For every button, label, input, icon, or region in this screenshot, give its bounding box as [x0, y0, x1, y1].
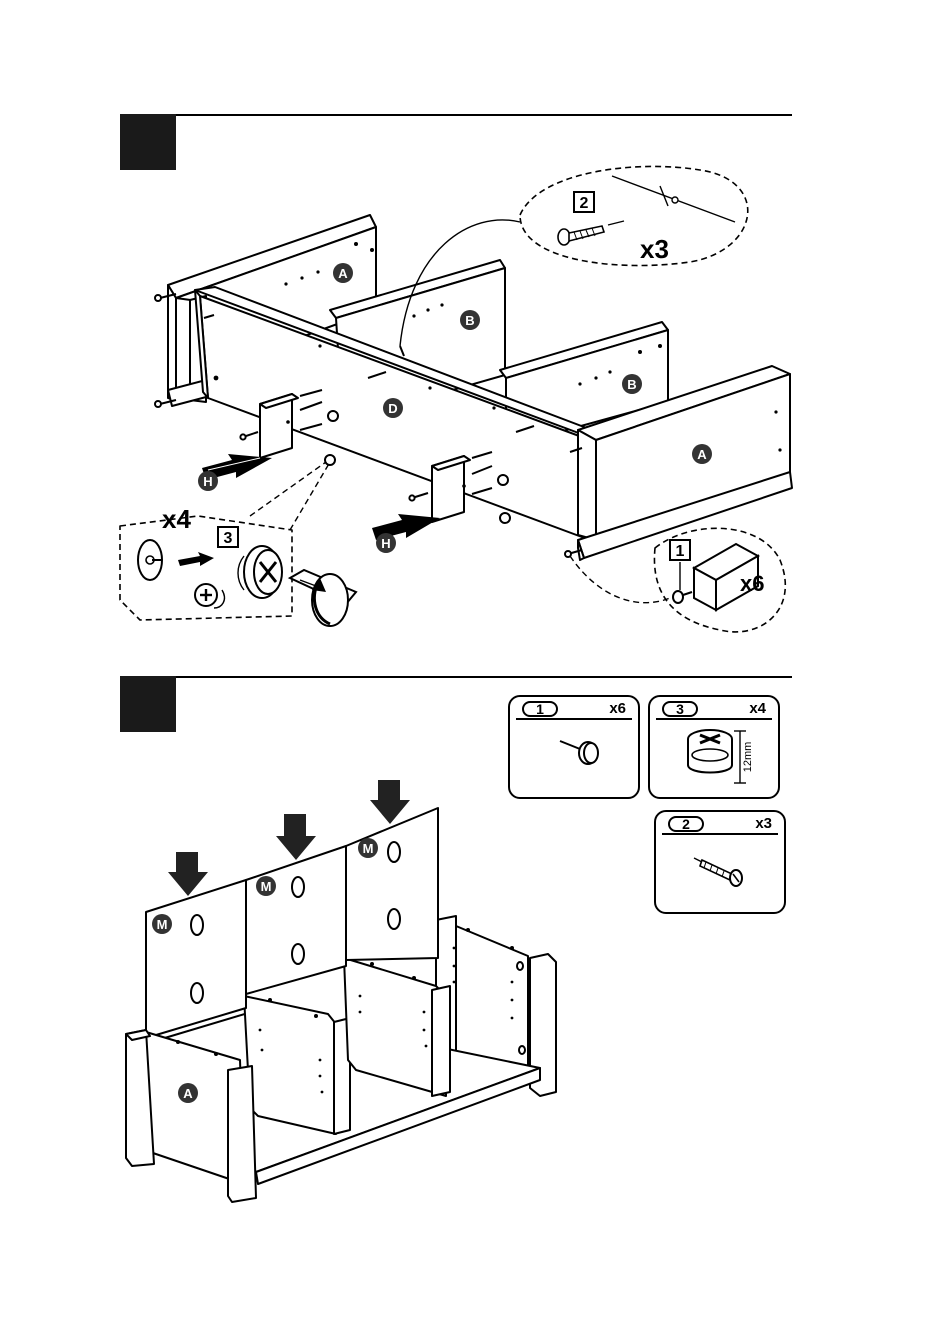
hardware-number: 2 — [668, 816, 704, 832]
cam-lock-icon — [244, 546, 282, 598]
hardware-card-3: 3 x4 12mm — [648, 695, 780, 799]
svg-text:A: A — [183, 1086, 193, 1101]
hardware-card-2: 2 x3 — [654, 810, 786, 914]
badge-m-mid: M — [256, 876, 276, 896]
svg-text:2: 2 — [580, 195, 589, 212]
side-panel-a — [126, 1030, 256, 1202]
step-2-marker — [120, 676, 176, 732]
front-panel-m-mid — [246, 846, 346, 994]
svg-text:B: B — [627, 377, 636, 392]
svg-text:B: B — [465, 313, 474, 328]
down-arrow-right — [370, 780, 410, 824]
front-panel-m-right — [346, 808, 438, 960]
down-arrow-left — [168, 852, 208, 896]
step-2-divider — [120, 676, 792, 678]
svg-text:x3: x3 — [640, 234, 669, 264]
svg-text:A: A — [338, 266, 348, 281]
hardware-card-1: 1 x6 — [508, 695, 640, 799]
cam-hole-icon — [138, 540, 162, 580]
m-panel-holes — [191, 842, 525, 1054]
svg-text:M: M — [157, 917, 168, 932]
badge-a-left: A — [333, 263, 353, 283]
hardware-quantity: x4 — [749, 700, 766, 718]
svg-text:x6: x6 — [740, 571, 764, 596]
cam-lock-icon: 12mm — [650, 721, 778, 797]
bottom-shelf — [158, 1010, 540, 1184]
svg-text:12mm: 12mm — [742, 742, 754, 773]
hardware-card-header: 1 x6 — [516, 700, 632, 720]
badge-h-left: H — [198, 471, 218, 491]
hardware-number: 1 — [522, 701, 558, 717]
svg-text:3: 3 — [224, 530, 233, 547]
down-arrow-mid — [276, 814, 316, 860]
svg-text:x4: x4 — [162, 504, 191, 534]
badge-m-left: M — [152, 914, 172, 934]
badge-a-right: A — [692, 444, 712, 464]
step-1-illustration: A B B D A H H — [0, 0, 936, 660]
side-panel-back-right — [436, 916, 556, 1102]
block-h-right — [432, 456, 470, 522]
badge-h-right: H — [376, 533, 396, 553]
badge-d: D — [383, 398, 403, 418]
screw-icon — [656, 836, 784, 912]
small-holes — [176, 928, 514, 1093]
svg-text:A: A — [697, 447, 707, 462]
hardware-card-header: 3 x4 — [656, 700, 772, 720]
furniture-glide-icon — [510, 721, 638, 797]
screwdriver-icon — [290, 570, 356, 626]
svg-text:M: M — [261, 879, 272, 894]
svg-text:D: D — [388, 401, 397, 416]
hardware-quantity: x3 — [755, 815, 772, 833]
badge-a-step2: A — [178, 1083, 198, 1103]
divider-left — [244, 996, 350, 1134]
hardware-quantity: x6 — [609, 700, 626, 718]
hardware-card-header: 2 x3 — [662, 815, 778, 835]
front-panel-m-left — [146, 880, 246, 1038]
badge-b-front: B — [622, 374, 642, 394]
divider-right — [344, 958, 450, 1096]
block-h-left — [260, 394, 298, 458]
badge-b-back: B — [460, 310, 480, 330]
svg-text:1: 1 — [676, 543, 685, 560]
svg-text:H: H — [203, 474, 212, 489]
hardware-number: 3 — [662, 701, 698, 717]
svg-text:M: M — [363, 841, 374, 856]
cam-detail-callout: 3 x4 — [120, 462, 330, 620]
badge-m-right: M — [358, 838, 378, 858]
svg-text:H: H — [381, 536, 390, 551]
